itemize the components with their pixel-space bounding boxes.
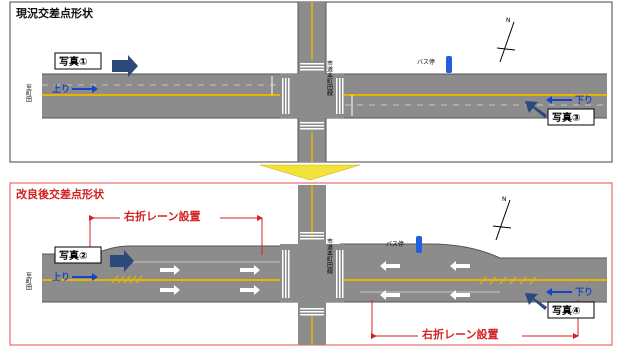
improved-up-arrow — [72, 273, 98, 281]
photo4-direction-arrow — [525, 293, 547, 310]
svg-text:N: N — [502, 196, 507, 203]
photo3-label-box — [547, 108, 595, 126]
photo2-label-box — [54, 246, 102, 264]
current-up-label: 上り — [52, 83, 70, 95]
lane-label-bottom: 右折レーン設置 — [421, 327, 498, 341]
improved-up-label: 上り — [52, 271, 70, 283]
current-down-arrow — [546, 96, 572, 104]
improved-left-label: 至町田 — [25, 272, 32, 291]
current-bus-stop-icon — [446, 56, 452, 73]
current-road-name: 市道本町田線 — [326, 59, 333, 96]
photo1-direction-arrow — [112, 55, 138, 77]
photo1-label-box — [54, 52, 102, 70]
photo2-direction-arrow — [110, 250, 134, 272]
improved-bus-stop-label: バス停 — [386, 240, 404, 248]
current-panel-title: 現況交差点形状 — [16, 6, 94, 20]
current-up-arrow — [72, 85, 98, 93]
photo2-label: 写真② — [59, 249, 87, 262]
improved-lane-arrows — [160, 261, 470, 300]
improved-bus-stop-icon — [416, 236, 422, 253]
lane-label-top: 右折レーン設置 — [123, 209, 200, 223]
improved-crosswalks — [282, 232, 344, 316]
transition-arrow — [259, 164, 361, 181]
improved-zebra-zones — [111, 275, 537, 285]
improved-down-label: 下り — [575, 287, 593, 298]
current-left-label: 至町田 — [25, 84, 32, 103]
improved-road-name: 市道本町田線 — [326, 237, 333, 274]
improved-down-arrow — [546, 288, 572, 296]
photo1-label: 写真① — [59, 55, 87, 68]
current-bus-stop-label: バス停 — [417, 58, 435, 66]
svg-text:N: N — [506, 17, 511, 24]
photo3-label: 写真③ — [552, 111, 580, 124]
improved-horizontal-road — [42, 246, 290, 302]
improved-compass: N — [492, 196, 512, 241]
photo3-direction-arrow — [525, 101, 547, 118]
photo4-label-box — [547, 301, 595, 319]
current-crosswalks — [282, 63, 344, 130]
photo4-label: 写真④ — [552, 304, 580, 317]
improved-panel-title: 改良後交差点形状 — [16, 187, 105, 201]
current-compass: N — [496, 17, 516, 63]
current-down-label: 下り — [575, 95, 593, 106]
